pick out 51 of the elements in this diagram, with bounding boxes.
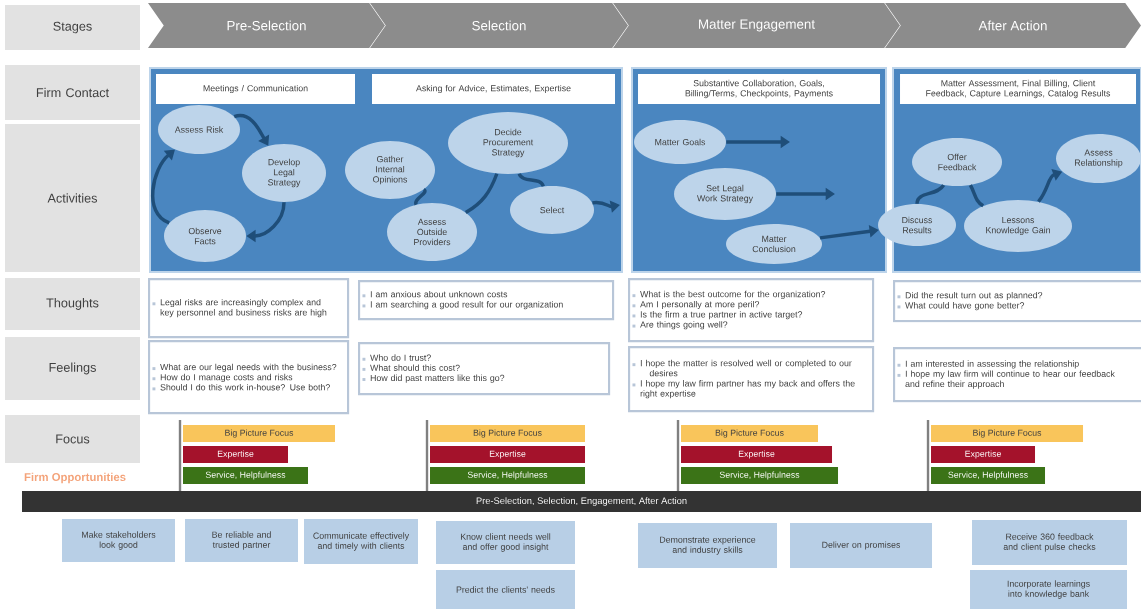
row-label: Stages [5, 5, 140, 50]
row-label: Feelings [5, 337, 140, 400]
focus-bar: Expertise [931, 446, 1035, 463]
stage-header: Selection [370, 3, 628, 48]
row-label: Activities [5, 124, 140, 272]
focus-bar: Service, Helpfulness [430, 467, 585, 484]
stage-header: Pre-Selection [148, 3, 385, 48]
focus-bar: Service, Helpfulness [681, 467, 838, 484]
focus-bar: Big Picture Focus [183, 425, 335, 442]
note-box: What are our legal needs with the business? How do I manage costs and risks Should I do this work in-house? Use both? [148, 340, 350, 415]
timeline-bar: Pre-Selection, Selection, Engagement, After Action [22, 491, 1141, 512]
opportunity-box: Know client needs well and offer good insight [436, 521, 575, 564]
contact-box: Asking for Advice, Estimates, Expertise [372, 74, 615, 104]
note-box: Did the result turn out as planned? What could have gone better? [893, 280, 1141, 323]
contact-box: Substantive Collaboration, Goals, Billing/Terms, Checkpoints, Payments [638, 74, 880, 104]
arrow [233, 113, 270, 146]
node-label: Matter Engagement [699, 19, 815, 32]
opportunity-box: Deliver on promises [790, 523, 932, 568]
row-label: Focus [5, 415, 140, 463]
opportunity-box: Demonstrate experience and industry skills [638, 523, 777, 568]
note-box: I hope the matter is resolved well or completed to our desires I hope my law firm partner has my back and offers the right expertise [628, 346, 875, 413]
focus-bar: Big Picture Focus [931, 425, 1083, 442]
arrow [151, 149, 175, 225]
note-box: Legal risks are increasingly complex and key personnel and business risks are high [148, 278, 350, 339]
row-label: Firm Contact [5, 65, 140, 120]
opportunity-box: Communicate effectively and timely with clients [304, 519, 418, 564]
node-label: Pre-Selection [227, 20, 306, 31]
contact-box: Meetings / Communication [156, 74, 355, 104]
focus-bar: Expertise [430, 446, 585, 463]
focus-bar: Big Picture Focus [681, 425, 818, 442]
node-label: After Action [978, 20, 1047, 31]
opportunity-box: Be reliable and trusted partner [185, 519, 298, 562]
opportunity-box: Make stakeholders look good [62, 519, 175, 562]
node-label: Selection [472, 20, 526, 31]
focus-bar: Service, Helpfulness [931, 467, 1045, 484]
note-box: I am anxious about unknown costs I am searching a good result for our organization [358, 280, 615, 321]
focus-bar: Service, Helpfulness [183, 467, 308, 484]
focus-bar: Expertise [681, 446, 832, 463]
row-heading: Firm Opportunities [24, 472, 126, 484]
opportunity-box: Predict the clients' needs [436, 570, 575, 609]
note-box: I am interested in assessing the relationship I hope my law firm will continue to hear our feedback and refine their approach [893, 347, 1141, 403]
note-box: What is the best outcome for the organization? Am I personally at more peril? Is the firm a true partner in active target? Are things going well? [628, 278, 875, 343]
focus-bar: Big Picture Focus [430, 425, 585, 442]
contact-box: Matter Assessment, Final Billing, Client Feedback, Capture Learnings, Catalog Results [900, 74, 1136, 104]
opportunity-box: Receive 360 feedback and client pulse checks [972, 520, 1127, 565]
opportunity-box: Incorporate learnings into knowledge bank [970, 570, 1127, 609]
row-label: Thoughts [5, 278, 140, 330]
focus-bar: Expertise [183, 446, 288, 463]
stage-header: After Action [885, 3, 1141, 48]
stage-header: Matter Engagement [613, 3, 900, 48]
note-box: Who do I trust? What should this cost? How did past matters like this go? [358, 342, 611, 396]
